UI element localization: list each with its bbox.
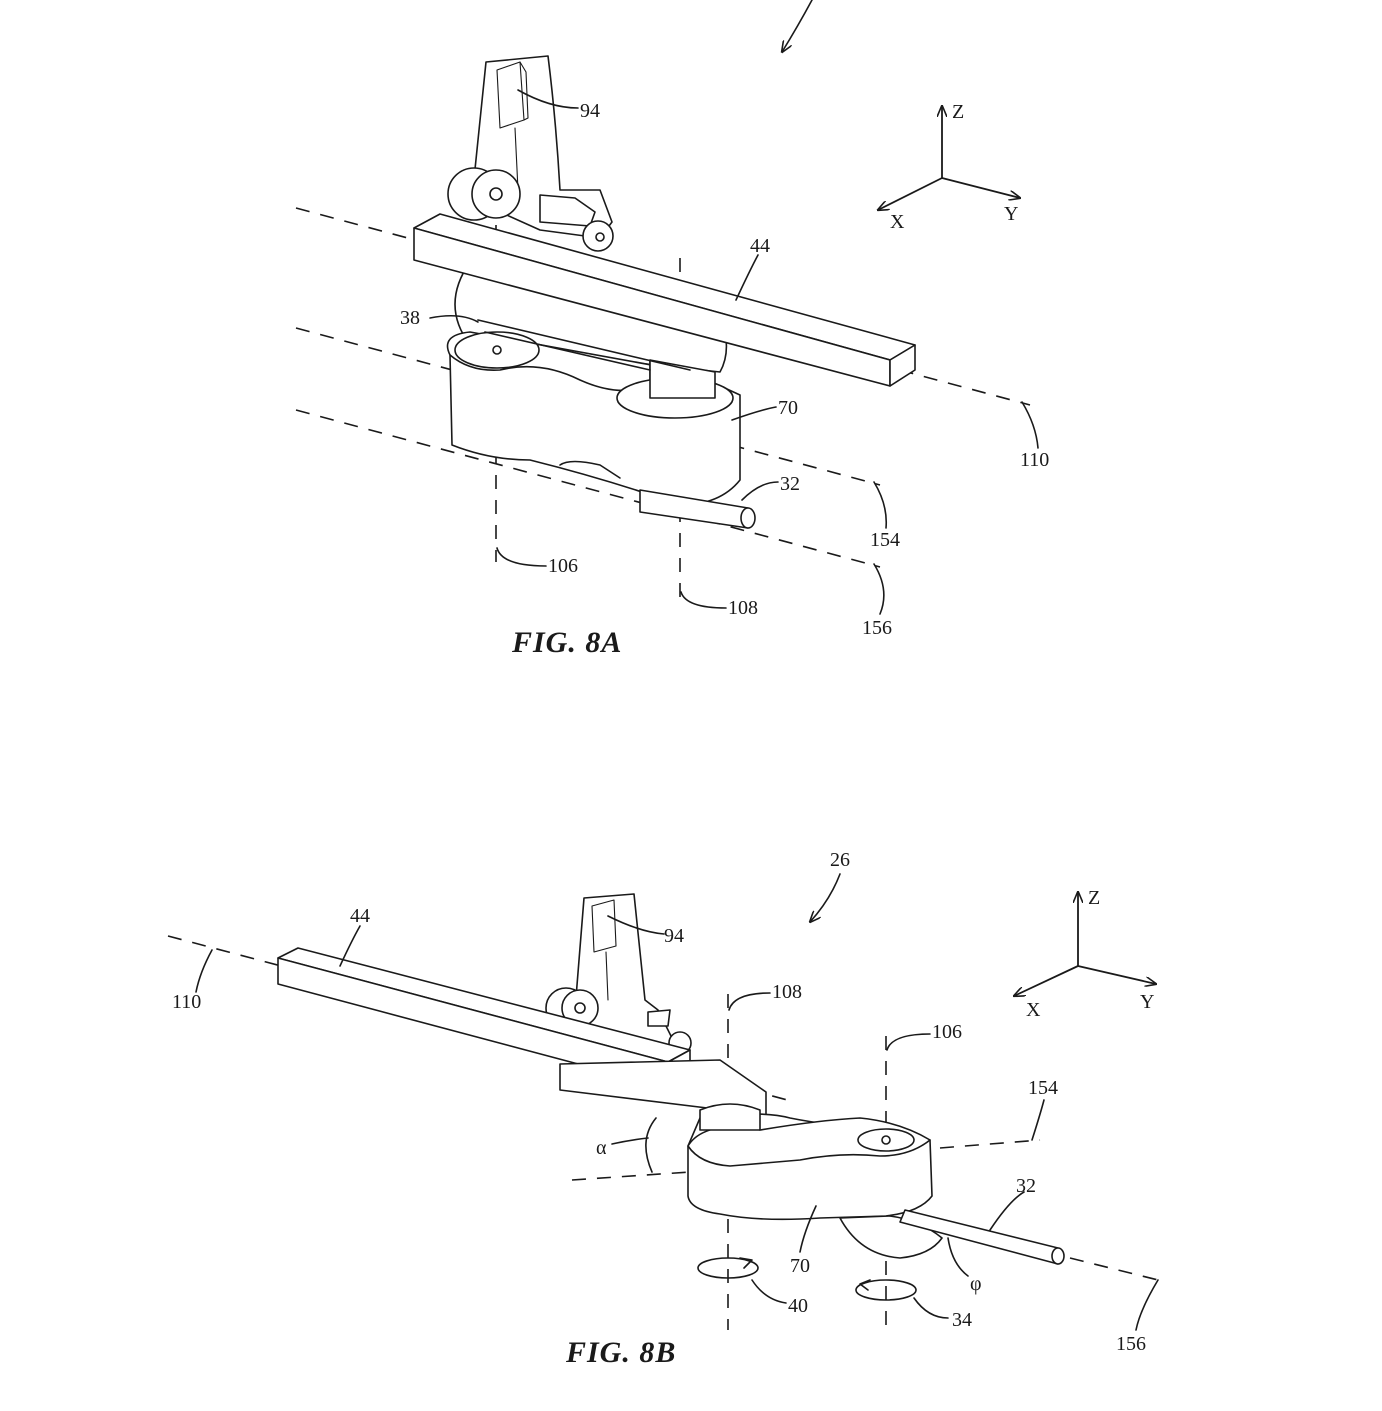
mount-rail xyxy=(514,127,519,191)
label-110: 110 xyxy=(1020,449,1049,471)
leader-32 xyxy=(741,481,779,501)
label-154: 154 xyxy=(870,529,900,551)
leader-alpha xyxy=(611,1137,649,1145)
coordinate-triad-8b: Z X Y xyxy=(1014,887,1156,1021)
leader-94 xyxy=(517,89,579,109)
top-reference-arrow xyxy=(782,0,813,52)
label-32: 32 xyxy=(780,473,800,495)
large-roller-hub xyxy=(489,187,503,201)
coordinate-triad-8a: Z X Y xyxy=(878,101,1020,233)
small-roller-hub xyxy=(595,232,605,242)
label-94-8b: 94 xyxy=(664,925,684,947)
large-roller-hub-8b xyxy=(574,1002,586,1014)
mount-rail-8b xyxy=(605,951,609,1001)
label-108: 108 xyxy=(728,597,758,619)
leader-110 xyxy=(1021,401,1039,449)
label-alpha: α xyxy=(596,1137,607,1159)
axis-y-label: Y xyxy=(1004,203,1018,225)
link-70-riser xyxy=(649,359,716,399)
label-70-8b: 70 xyxy=(790,1255,810,1277)
link-rail-lines xyxy=(477,319,691,371)
leader-154 xyxy=(873,481,888,529)
leader-44-8b xyxy=(339,925,361,967)
mount-slot-8b xyxy=(591,899,617,953)
label-106: 106 xyxy=(548,555,578,577)
label-44-8b: 44 xyxy=(350,905,370,927)
leader-108-8b xyxy=(728,992,771,1011)
figure-8b: 26 xyxy=(167,849,1167,1369)
alpha-reference-line xyxy=(571,1171,691,1181)
leader-156-8b xyxy=(1135,1279,1159,1331)
axis-154-line-8b xyxy=(939,1139,1041,1149)
label-26: 26 xyxy=(830,849,850,871)
axis-y-label-8b: Y xyxy=(1140,991,1154,1013)
label-94: 94 xyxy=(580,100,600,122)
leader-38 xyxy=(429,314,479,323)
axis-x-label-8b: X xyxy=(1026,999,1041,1021)
leader-108 xyxy=(680,591,727,609)
link-70-pivot-8b xyxy=(857,1128,915,1152)
leader-110-8b xyxy=(195,949,213,993)
label-156: 156 xyxy=(862,617,892,639)
leader-44 xyxy=(735,254,759,301)
axis-z-label-8b: Z xyxy=(1088,887,1100,909)
leader-106-8b xyxy=(886,1033,931,1051)
leader-40 xyxy=(751,1279,787,1304)
label-70: 70 xyxy=(778,397,798,419)
label-44: 44 xyxy=(750,235,770,257)
label-32-8b: 32 xyxy=(1016,1175,1036,1197)
large-roller-face xyxy=(471,169,521,219)
label-110-8b: 110 xyxy=(172,991,201,1013)
figure-8a: 94 44 38 70 110 32 154 106 108 156 Z X Y… xyxy=(295,0,1049,659)
leader-106 xyxy=(496,547,547,567)
axis-x-label: X xyxy=(890,211,905,233)
axis-156-line xyxy=(295,409,881,568)
rotation-34-head xyxy=(859,1279,871,1291)
label-108-8b: 108 xyxy=(772,981,802,1003)
link-70-pivot-hole xyxy=(492,345,502,355)
rotation-34-arrow xyxy=(855,1279,917,1301)
rotation-40-head xyxy=(739,1257,753,1269)
leader-34 xyxy=(913,1297,949,1319)
caption-fig-8a: FIG. 8A xyxy=(511,626,622,659)
leader-32-8b xyxy=(989,1191,1025,1231)
reference-arrow-26 xyxy=(810,873,841,922)
label-156-8b: 156 xyxy=(1116,1333,1146,1355)
label-38: 38 xyxy=(400,307,420,329)
mount-bracket xyxy=(539,194,596,227)
leader-70 xyxy=(731,406,777,421)
caption-fig-8b: FIG. 8B xyxy=(565,1336,676,1369)
label-phi: φ xyxy=(970,1273,982,1295)
beam-44-end xyxy=(889,344,916,387)
label-34: 34 xyxy=(952,1309,972,1331)
link-70-pivot-hole-8b xyxy=(881,1135,891,1145)
mount-bracket-8b xyxy=(647,1009,671,1027)
tube-32-end-8b xyxy=(1051,1247,1065,1265)
axis-156-line-8b xyxy=(1069,1257,1167,1283)
alpha-angle-arc xyxy=(645,1117,657,1173)
leader-154-8b xyxy=(1031,1099,1045,1141)
leader-70-8b xyxy=(799,1205,817,1253)
tube-32-end xyxy=(740,507,756,529)
link-70-underside xyxy=(559,460,621,479)
label-154-8b: 154 xyxy=(1028,1077,1058,1099)
label-106-8b: 106 xyxy=(932,1021,962,1043)
leader-phi xyxy=(947,1237,969,1277)
link-70-pivot-top xyxy=(454,331,540,369)
axis-110-line-8b xyxy=(167,935,796,1103)
label-40: 40 xyxy=(788,1295,808,1317)
leader-94-8b xyxy=(607,915,665,935)
rotation-40-arrow xyxy=(697,1257,759,1279)
link-70-riser-8b xyxy=(699,1103,761,1131)
small-roller xyxy=(582,220,614,252)
axis-z-label: Z xyxy=(952,101,964,123)
leader-156 xyxy=(873,563,885,615)
